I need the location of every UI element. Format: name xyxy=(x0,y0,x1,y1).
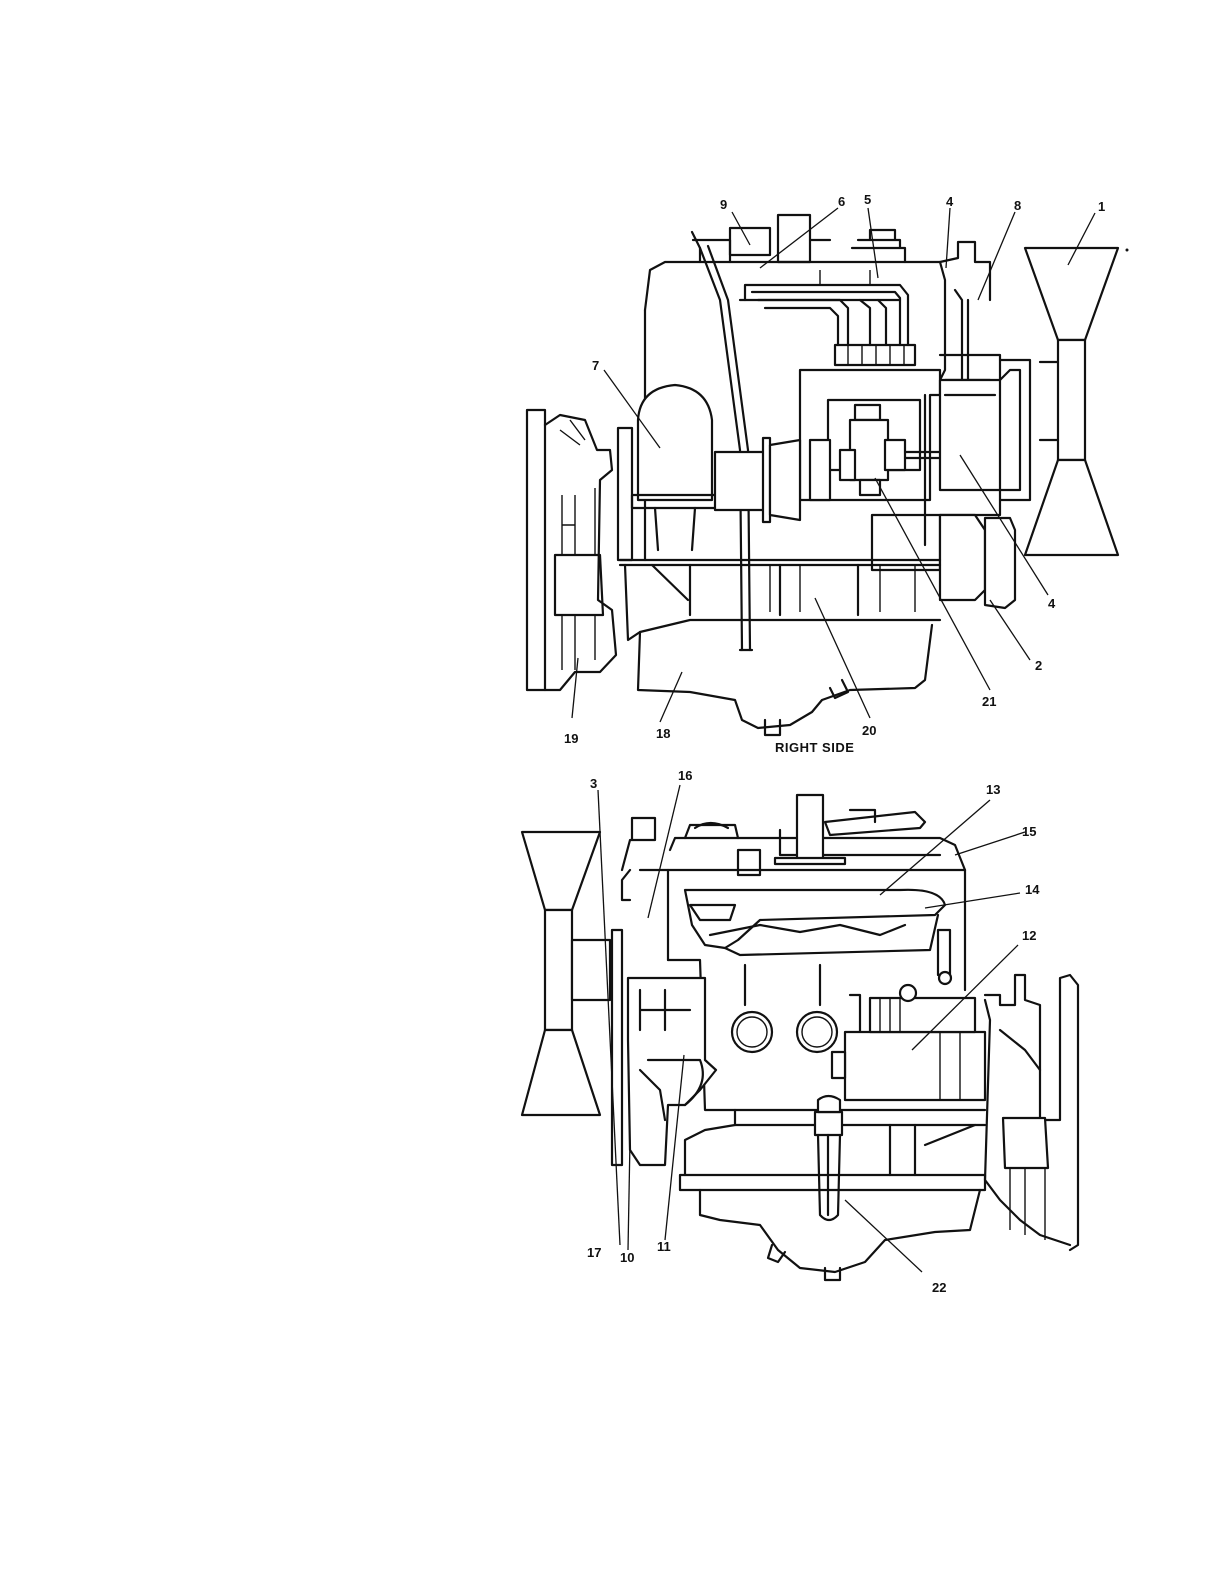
flywheel-housing-bottom xyxy=(985,975,1078,1250)
callout-22: 22 xyxy=(932,1280,946,1295)
view-caption-right-side: RIGHT SIDE xyxy=(775,740,854,755)
manifold xyxy=(685,890,951,984)
callout-4b: 4 xyxy=(1048,596,1056,611)
air-cleaner xyxy=(618,385,716,560)
left-side-view: 3 16 13 15 14 12 17 10 11 22 xyxy=(522,768,1078,1295)
callout-7: 7 xyxy=(592,358,599,373)
fan-top xyxy=(1025,248,1118,555)
oil-pan-bottom xyxy=(680,1096,985,1280)
lower-block xyxy=(620,560,940,735)
callout-19: 19 xyxy=(564,731,578,746)
oil-filter-housing xyxy=(628,978,716,1165)
callout-21: 21 xyxy=(982,694,996,709)
right-side-view: 9 6 5 4 8 1 7 4 2 21 20 18 19 RIGHT SIDE xyxy=(527,192,1118,755)
callout-1: 1 xyxy=(1098,199,1105,214)
fuel-injection-lines xyxy=(740,270,915,365)
callout-10: 10 xyxy=(620,1250,634,1265)
callout-16: 16 xyxy=(678,768,692,783)
callout-12: 12 xyxy=(1022,928,1036,943)
callout-6: 6 xyxy=(838,194,845,209)
callout-14: 14 xyxy=(1025,882,1040,897)
callout-11: 11 xyxy=(657,1239,671,1254)
callout-3: 3 xyxy=(590,776,597,791)
callout-13: 13 xyxy=(986,782,1000,797)
flywheel-housing xyxy=(527,410,616,690)
callout-18: 18 xyxy=(656,726,670,741)
speck xyxy=(1126,249,1128,251)
callout-20: 20 xyxy=(862,723,876,738)
callout-17: 17 xyxy=(587,1245,601,1260)
callout-9: 9 xyxy=(720,197,727,212)
callout-8: 8 xyxy=(1014,198,1021,213)
starter-motor xyxy=(832,985,985,1100)
callout-15: 15 xyxy=(1022,824,1036,839)
injection-pump xyxy=(715,290,968,522)
callout-5: 5 xyxy=(864,192,871,207)
callout-2: 2 xyxy=(1035,658,1042,673)
fan-bottom xyxy=(522,832,622,1165)
callout-4: 4 xyxy=(946,194,954,209)
